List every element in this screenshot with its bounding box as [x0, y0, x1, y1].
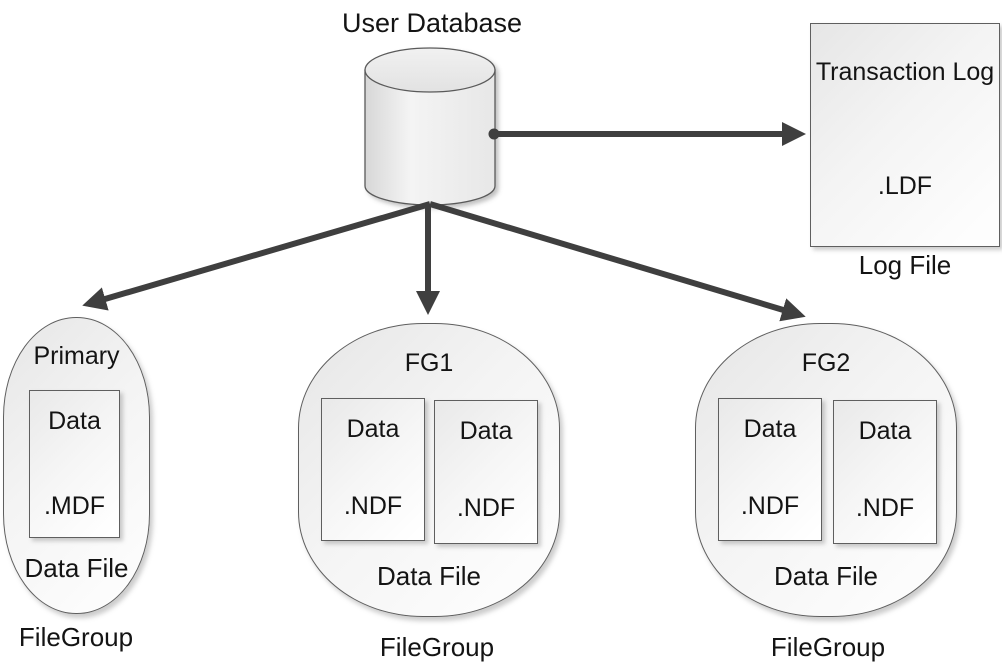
filegroup-fg1-name: FG1 — [404, 349, 454, 377]
fg2-data-file-box-2: Data .NDF — [833, 400, 937, 544]
fg1-data-file-box-1: Data .NDF — [321, 398, 425, 541]
filegroup-fg2-name: FG2 — [801, 349, 851, 377]
transaction-log-box: Transaction Log .LDF — [810, 23, 1000, 247]
filegroup-fg2-shape: FG2 Data .NDF Data .NDF Data File — [695, 323, 957, 617]
primary-data-file-caption: Data File — [24, 553, 129, 583]
fg2-data-file-2-extension: .NDF — [855, 494, 915, 522]
fg1-data-file-2-extension: .NDF — [456, 494, 516, 522]
transaction-log-title: Transaction Log — [815, 58, 995, 86]
filegroup-primary-name: Primary — [33, 342, 120, 370]
transaction-log-extension: .LDF — [877, 172, 933, 200]
fg1-data-file-box-2: Data .NDF — [434, 400, 538, 544]
database-cylinder-icon — [364, 47, 496, 206]
fg1-data-file-caption: Data File — [376, 561, 482, 591]
primary-data-file-extension: .MDF — [43, 492, 106, 520]
primary-data-file-label: Data — [48, 407, 101, 435]
primary-data-file-box: Data .MDF — [29, 390, 120, 538]
filegroup-primary-label: FileGroup — [18, 622, 134, 652]
filegroup-fg2-label: FileGroup — [770, 632, 886, 662]
fg2-data-file-1-extension: .NDF — [740, 492, 800, 520]
fg2-data-file-box-1: Data .NDF — [718, 398, 822, 541]
fg2-data-file-caption: Data File — [773, 561, 879, 591]
fg1-data-file-1-extension: .NDF — [343, 492, 403, 520]
arrow-to-primary-filegroup — [82, 201, 431, 311]
fg1-data-file-1-label: Data — [346, 415, 400, 443]
log-file-caption: Log File — [858, 250, 952, 280]
fg1-data-file-2-label: Data — [459, 417, 513, 445]
filegroup-primary-shape: Primary Data .MDF Data File — [3, 317, 150, 614]
filegroup-fg1-shape: FG1 Data .NDF Data .NDF Data File — [298, 323, 560, 617]
fg2-data-file-1-label: Data — [743, 415, 797, 443]
arrow-to-fg2-filegroup — [429, 201, 806, 322]
filegroup-fg1-label: FileGroup — [379, 632, 495, 662]
arrow-origin-dot — [488, 128, 500, 140]
fg2-data-file-2-label: Data — [858, 417, 912, 445]
page-title: User Database — [341, 8, 523, 38]
